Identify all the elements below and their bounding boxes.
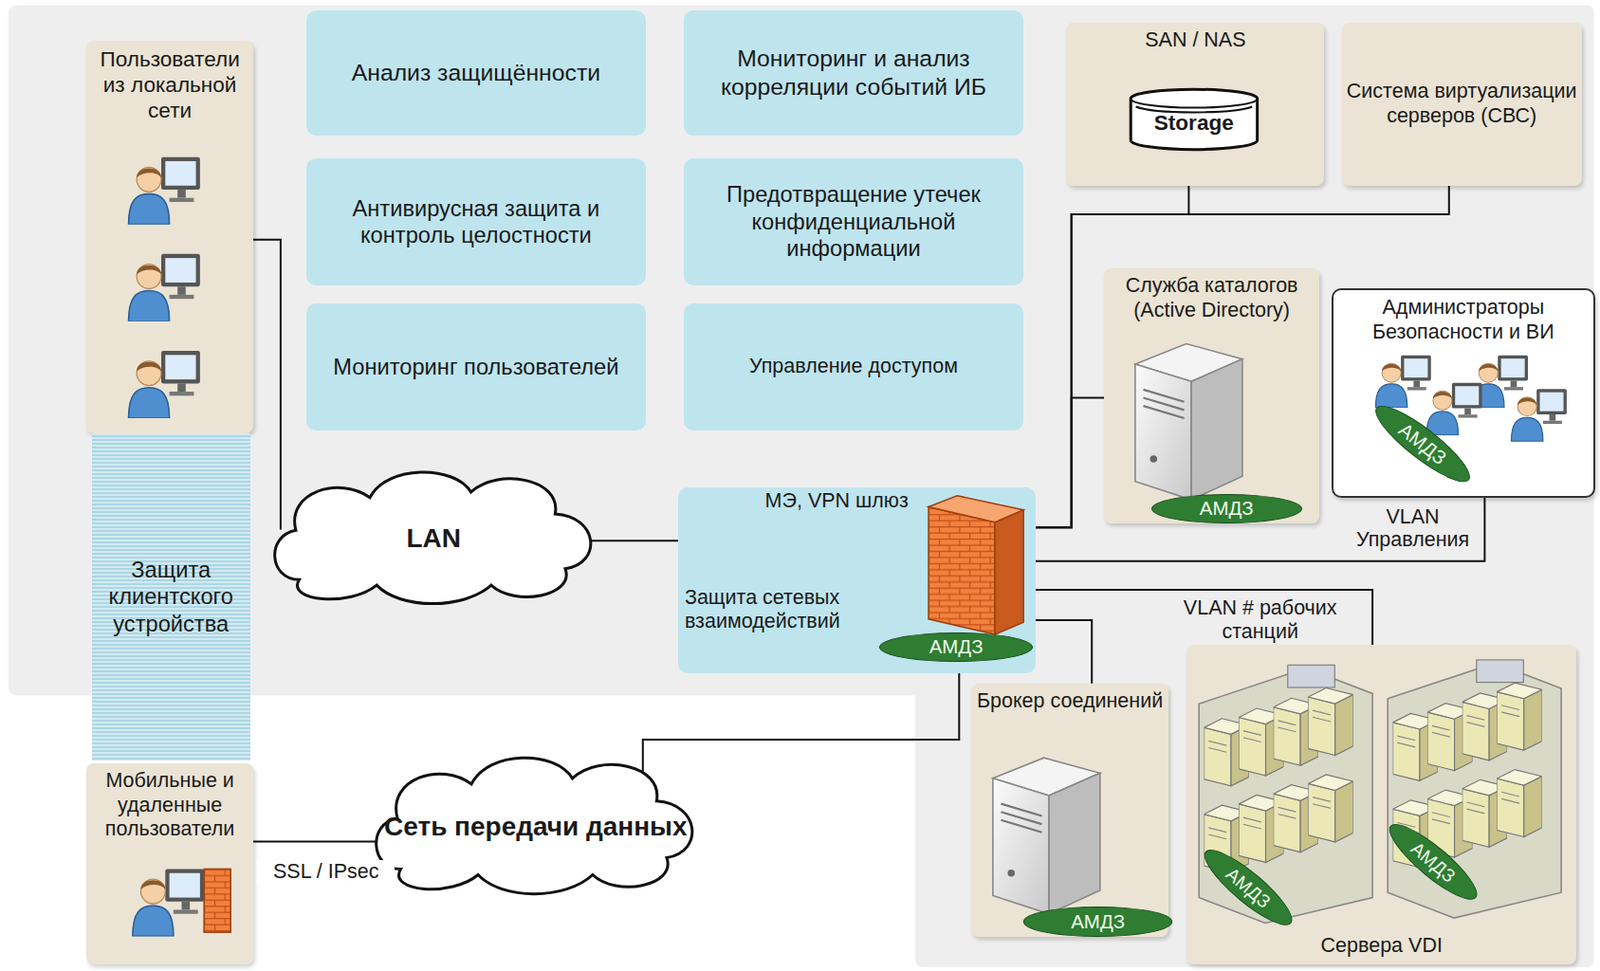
connector-line [1035,589,1373,645]
network-cloud: Сеть передачи данных [367,750,704,903]
node-title: Защита клиентского устройства [96,556,246,638]
vdi-rack [1387,660,1562,919]
node-title: АМДЗ [1070,910,1125,935]
node-title: Сервера VDI [1321,934,1443,959]
amdz-oval: АМДЗ [1366,395,1478,493]
edge-label: VLAN Управления [1348,505,1476,552]
node-title: Мониторинг пользователей [332,353,619,381]
node-title: Сеть передачи данных [384,810,687,844]
amdz-oval: АМДЗ [879,632,1032,663]
function-box: Антивирусная защита и контроль целостнос… [306,158,646,286]
node-title: Мониторинг и анализ корреляции событий И… [688,44,1019,101]
amdz-oval: АМДЗ [1023,906,1173,937]
connector-line [253,841,380,844]
edge-label: SSL / IPsec [257,860,395,884]
node-title: АМДЗ [929,635,984,660]
node-title: Антивирусная защита и контроль целостнос… [311,195,642,250]
user-icons [128,157,232,938]
function-box: Управление доступом [683,303,1024,431]
amdz-oval: АМДЗ [1151,494,1303,524]
firewall-icon [928,496,1024,635]
function-box: Мониторинг пользователей [306,303,646,431]
node-title: SAN / NAS [1144,28,1246,54]
storage-box: SAN / NAS Storage [1066,22,1325,186]
node-title: МЭ, VPN шлюз [739,489,934,515]
node-title: Система виртуализации серверов (СВС) [1346,79,1578,129]
node-title: Предотвращение утечек конфиденциальной и… [688,181,1019,262]
function-box: Мониторинг и анализ корреляции событий И… [683,10,1024,136]
protection-band: Защита клиентского устройства [91,433,251,760]
node-title: Служба каталогов (Active Directory) [1108,274,1315,324]
node-title: Управление доступом [749,354,958,380]
edge-label: VLAN # рабочих станций [1158,596,1362,644]
node-title: LAN [405,522,460,555]
virtualization-box: Система виртуализации серверов (СВС) [1342,22,1582,186]
node-title: Брокер соединений [976,689,1163,715]
function-box: Анализ защищённости [306,10,646,136]
connector-line [253,239,281,531]
node-title: Администраторы Безопасности и ВИ [1338,295,1589,346]
node-title: Анализ защищённости [351,58,601,88]
node-title: Пользователи из локальной сети [91,46,248,124]
connector-line [1035,398,1104,529]
function-box: Предотвращение утечек конфиденциальной и… [683,158,1024,286]
connector-line [643,673,960,783]
storage-cylinder: Storage [1127,86,1261,153]
node-title: Storage [1154,110,1234,136]
network-cloud: LAN [265,464,603,613]
connector-line [1035,620,1092,684]
node-title: АМДЗ [1199,496,1254,521]
connector-line [581,539,679,542]
admin-icons [1375,355,1566,442]
vdi-rack [1198,664,1373,923]
node-subtitle: Защита сетевых взаимодействий [684,586,864,636]
node-title: Мобильные и удаленные пользователи [91,769,248,843]
